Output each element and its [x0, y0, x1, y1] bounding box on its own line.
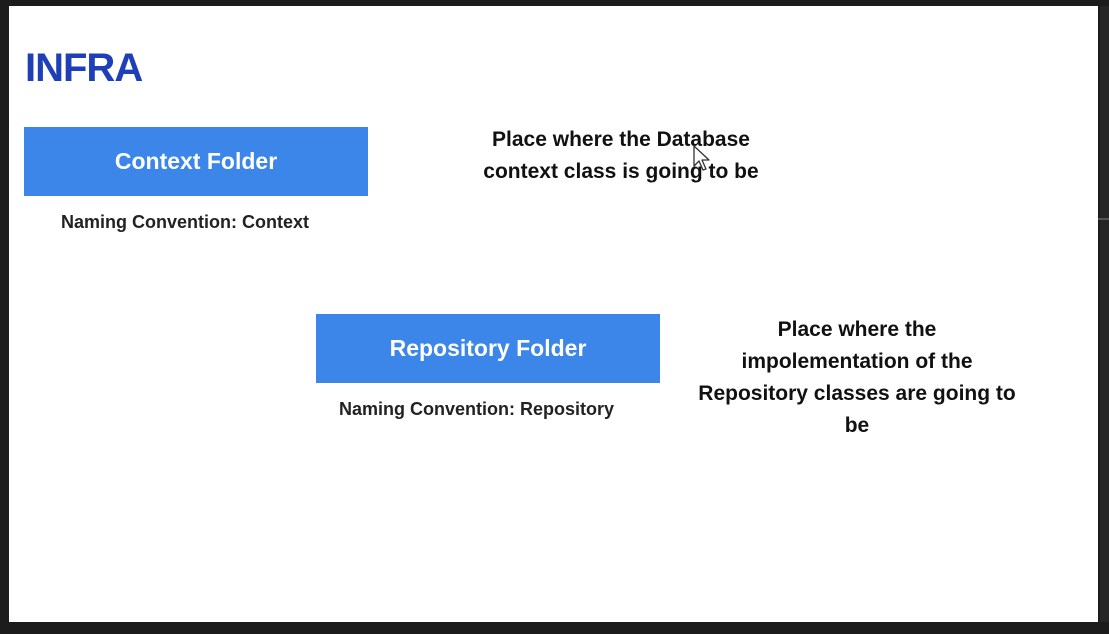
- repository-description: Place where the impolementation of the R…: [677, 314, 1037, 442]
- context-folder-box: Context Folder: [24, 127, 368, 196]
- context-description-line: context class is going to be: [483, 160, 759, 183]
- repository-description-line: Place where the: [777, 318, 937, 341]
- slide-canvas: INFRA Context Folder Naming Convention: …: [9, 6, 1098, 622]
- repository-folder-label: Repository Folder: [389, 335, 587, 361]
- context-folder-label: Context Folder: [114, 148, 278, 174]
- slide-title: INFRA: [25, 46, 143, 90]
- context-description-line: Place where the Database: [492, 128, 750, 151]
- context-naming-caption: Naming Convention: Context: [61, 212, 309, 232]
- repository-description-line: Repository classes are going to: [698, 382, 1016, 405]
- context-description: Place where the Database context class i…: [461, 124, 781, 188]
- repository-naming-caption: Naming Convention: Repository: [339, 399, 615, 419]
- repository-description-line: be: [844, 414, 870, 437]
- mouse-pointer-icon: [693, 145, 710, 171]
- repository-description-line: impolementation of the: [741, 350, 973, 373]
- window-edge-marker: [1098, 218, 1109, 220]
- window-edge: [1100, 6, 1109, 622]
- repository-folder-box: Repository Folder: [316, 314, 660, 383]
